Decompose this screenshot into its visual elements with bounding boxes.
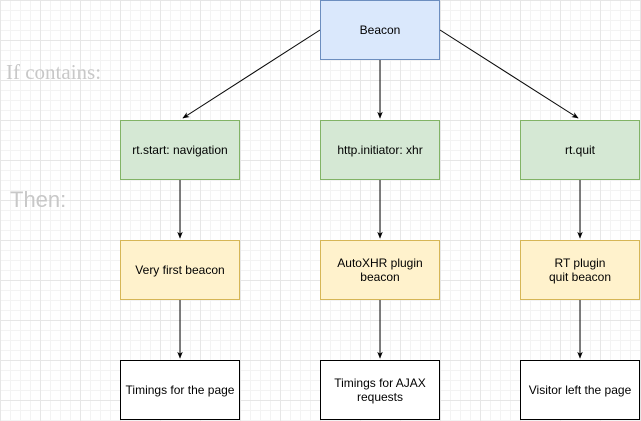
first-beacon-node[interactable]: Very first beacon [120, 240, 240, 300]
rt-start-condition-node[interactable]: rt.start: navigation [120, 120, 240, 180]
beacon-node[interactable]: Beacon [320, 0, 440, 60]
visitor-left-node[interactable]: Visitor left the page [520, 360, 640, 420]
http-initiator-condition-node[interactable]: http.initiator: xhr [320, 120, 440, 180]
if-contains-label: If contains: [6, 60, 102, 84]
autoxhr-beacon-node[interactable]: AutoXHR plugin beacon [320, 240, 440, 300]
rt-quit-beacon-node[interactable]: RT plugin quit beacon [520, 240, 640, 300]
arrow-beacon-to-rt-quit [439, 29, 579, 119]
rt-quit-condition-node[interactable]: rt.quit [520, 120, 640, 180]
page-timings-node[interactable]: Timings for the page [120, 360, 240, 420]
ajax-timings-node[interactable]: Timings for AJAX requests [320, 360, 440, 420]
arrow-beacon-to-rt-start [182, 29, 321, 119]
then-label: Then: [10, 187, 67, 212]
